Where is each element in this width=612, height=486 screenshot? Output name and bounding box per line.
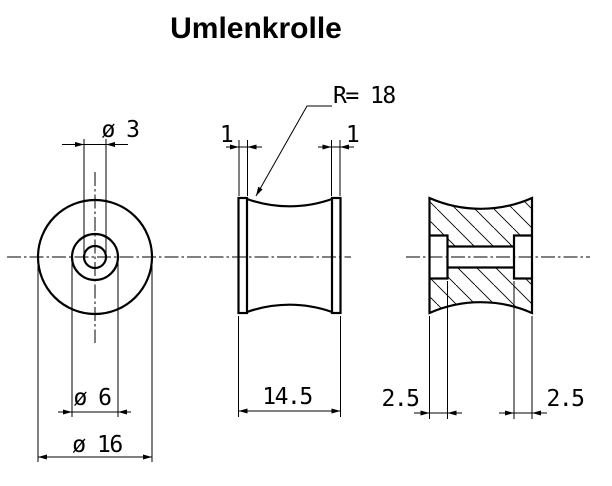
dimension-arrow	[75, 142, 84, 147]
dimension-arrow	[106, 142, 115, 147]
dim-hub-diameter: ø 6	[58, 262, 131, 417]
dimension-arrow	[238, 408, 248, 414]
dimension-arrow	[331, 408, 341, 414]
dimension-arrow	[532, 410, 541, 416]
dimension-arrow	[247, 144, 257, 150]
dim-outer-diameter: ø 16	[37, 261, 153, 462]
dimension-arrow	[38, 454, 47, 460]
side-view	[237, 196, 342, 315]
groove-top-arc	[246, 197, 333, 208]
dim-groove-radius: R= 18	[255, 83, 397, 197]
dimension-arrow	[420, 410, 430, 416]
section-hatching	[429, 198, 532, 313]
outer-diameter-circle	[36, 198, 154, 316]
dim-width: 14.5	[238, 316, 341, 417]
dim-label-flange-left: 1	[220, 122, 233, 148]
dim-label-counterbore-left: 2.5	[381, 386, 418, 412]
hub-diameter-circle	[70, 232, 120, 282]
dim-flange-left: 1	[220, 122, 262, 196]
dimension-arrow	[118, 409, 127, 415]
dimension-arrow	[230, 144, 239, 150]
right-flange	[330, 196, 342, 315]
dim-label-groove-radius: R= 18	[333, 83, 395, 109]
left-flange	[237, 196, 249, 315]
dim-counterbore-right: 2.5	[499, 281, 585, 419]
leader-line	[255, 105, 332, 197]
dim-flange-right: 1	[318, 122, 360, 196]
right-counterbore-outline	[512, 234, 532, 280]
drawing-title: Umlenkrolle	[170, 12, 342, 45]
center-lines	[7, 172, 590, 343]
dimension-arrow	[505, 410, 514, 416]
dim-label-outer-diameter: ø 16	[72, 432, 122, 458]
dim-label-width: 14.5	[262, 384, 311, 410]
dim-label-flange-right: 1	[346, 122, 359, 148]
dim-label-hub-diameter: ø 6	[73, 385, 111, 411]
dim-bore-diameter: ø 3	[62, 117, 141, 257]
left-counterbore-outline	[429, 234, 449, 280]
dimension-arrow	[63, 409, 72, 415]
dim-counterbore-left: 2.5	[381, 281, 462, 419]
dimension-arrow	[340, 144, 349, 150]
dim-label-counterbore-right: 2.5	[546, 386, 583, 412]
dimension-arrow	[322, 144, 332, 150]
groove-bottom-arc	[246, 303, 333, 314]
dimension-arrow	[447, 410, 457, 416]
dim-label-bore-diameter: ø 3	[101, 117, 139, 143]
section-outline	[428, 196, 534, 315]
leader-arrow	[256, 186, 263, 196]
dimension-arrow	[143, 454, 152, 460]
section-view	[428, 196, 534, 315]
